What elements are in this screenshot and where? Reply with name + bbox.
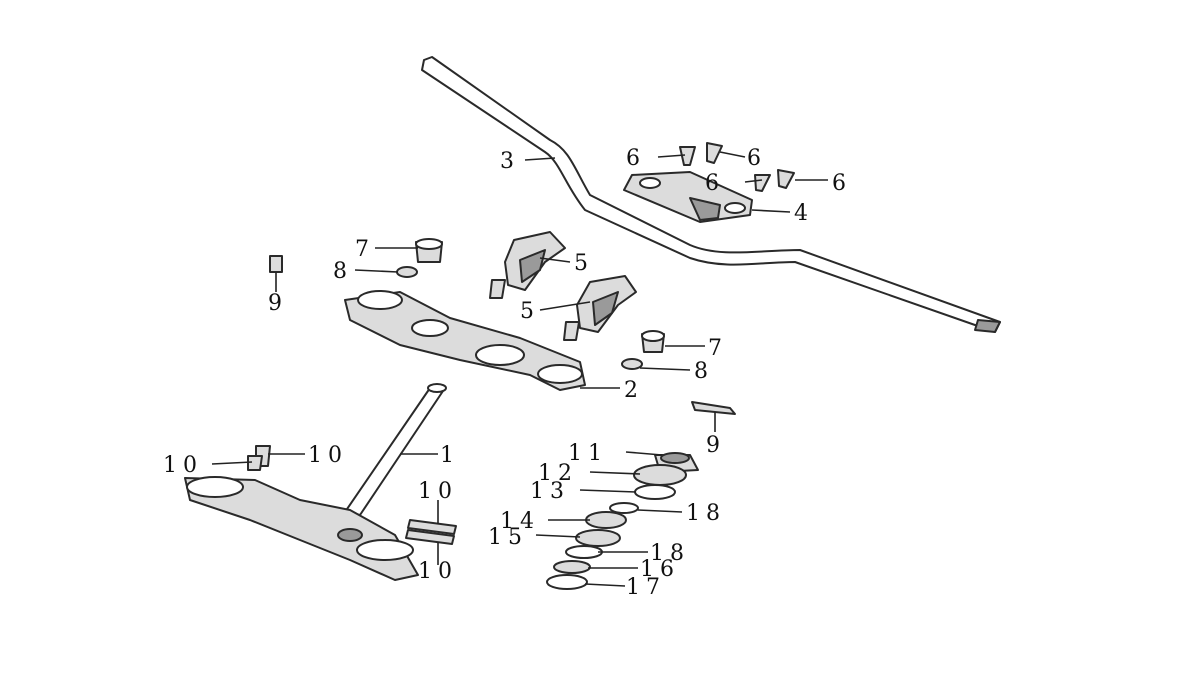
callout-14: 14 [500, 509, 540, 534]
callout-17: 17 [626, 575, 666, 600]
handlebar-holders [489, 231, 637, 341]
handlebar [421, 56, 1001, 333]
callout-15: 15 [488, 525, 528, 550]
steering-bearings [546, 452, 699, 590]
callout-6: 6 [626, 146, 646, 171]
callout-9: 9 [706, 433, 726, 458]
callout-8: 8 [333, 259, 353, 284]
callout-12: 12 [538, 461, 578, 486]
callout-7: 7 [708, 336, 728, 361]
callout-9: 9 [268, 291, 288, 316]
leader-lines [211, 151, 828, 587]
callout-6: 6 [832, 171, 852, 196]
callout-4: 4 [794, 201, 814, 226]
callout-3: 3 [500, 149, 520, 174]
callout-2: 2 [624, 378, 644, 403]
callout-6: 6 [747, 146, 767, 171]
callout-13: 13 [530, 479, 570, 504]
callout-labels: 3 6 6 6 6 4 5 5 7 8 9 7 8 2 9 1 10 10 10… [163, 146, 852, 600]
clamp-bolts [679, 142, 795, 192]
callout-5: 5 [520, 299, 540, 324]
upper-bridge [344, 290, 586, 391]
callout-5: 5 [574, 251, 594, 276]
callout-7: 7 [355, 237, 375, 262]
callout-10: 10 [308, 443, 348, 468]
callout-16: 16 [640, 557, 680, 582]
callout-10: 10 [418, 559, 458, 584]
top-caps-and-washers [396, 238, 665, 370]
callout-6: 6 [705, 171, 725, 196]
callout-10: 10 [418, 479, 458, 504]
callout-10: 10 [163, 453, 203, 478]
callout-1: 1 [440, 443, 460, 468]
callout-8: 8 [694, 359, 714, 384]
handlebar-clamp [623, 171, 753, 223]
callout-11: 11 [568, 441, 608, 466]
lower-bridge-bolts [247, 445, 457, 545]
small-bolts [269, 255, 736, 415]
lower-bridge [184, 476, 419, 581]
callout-18: 18 [686, 501, 726, 526]
callout-18: 18 [650, 541, 690, 566]
